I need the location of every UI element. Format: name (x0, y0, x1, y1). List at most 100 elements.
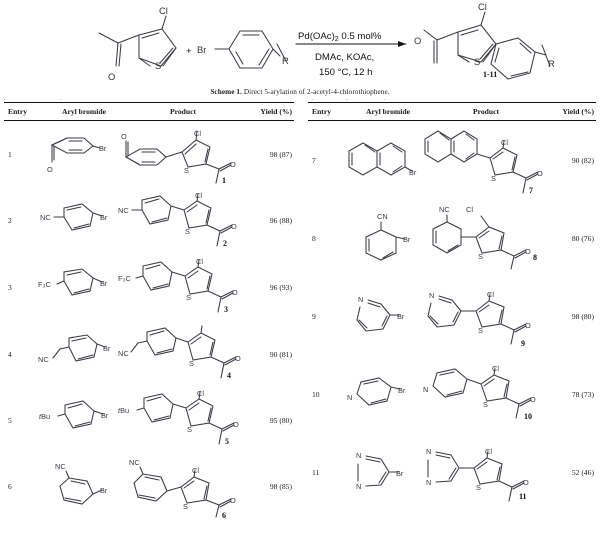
row-yield: 98 (80) (571, 311, 594, 321)
cl-label: Cl (466, 205, 473, 214)
cl-label: Cl (492, 364, 499, 373)
scheme-plus-sign: + (186, 46, 192, 57)
results-table-right: Entry Aryl bromide Product Yield (%) 7 B… (300, 102, 600, 519)
row-entry: 11 (312, 467, 320, 477)
scheme-substrate-o-label: O (108, 71, 115, 82)
row-product-structure: NC Cl S O 8 (421, 203, 549, 273)
cl-label: Cl (501, 138, 508, 147)
table-rule-top-right (308, 102, 596, 103)
scheme-product-o-label: O (414, 35, 421, 46)
header-aryl: Aryl bromide (62, 107, 106, 116)
n-label: N (358, 295, 363, 304)
o-label: O (232, 288, 238, 297)
row-product-structure: tBu Cl S O 5 (118, 389, 246, 451)
row-product-structure: Cl S O 7 (421, 125, 549, 195)
br-label: Br (397, 312, 405, 321)
scheme-r-label: R (282, 55, 289, 66)
br-label: Br (100, 486, 108, 495)
aryl-bromide-1-svg: O Br (47, 137, 107, 174)
n-label: N (356, 482, 361, 491)
product-number: 7 (529, 186, 533, 195)
reagent-line-2: DMAc, KOAc, (315, 52, 374, 63)
product-8-svg: NC Cl S O 8 (432, 205, 537, 270)
tick-mark: . (60, 96, 62, 102)
table-header-right: Entry Aryl bromide Product Yield (%) (308, 103, 596, 120)
table-rule-head-left (4, 120, 294, 121)
row-entry: 2 (8, 216, 12, 225)
row-entry: 1 (8, 149, 12, 159)
o-label: O (530, 395, 536, 404)
tick-mark: . (312, 96, 314, 102)
n-label: N (347, 393, 352, 402)
scheme-svg: S Cl O + Br R Pd(OAc)2 0.5 mol% DMAc, KO… (98, 1, 555, 82)
cl-label: Cl (485, 447, 492, 456)
cl-label: Cl (197, 389, 204, 398)
br-label: Br (101, 411, 109, 420)
row-entry: 5 (8, 415, 12, 425)
row-yield: 90 (81) (269, 349, 292, 359)
aryl-bromide-3-svg: F₃C Br (38, 267, 108, 296)
n-label: N (426, 478, 431, 487)
substrate-acetylchlorothiophene: S Cl O (98, 5, 177, 82)
scheme-graphic: S Cl O + Br R Pd(OAc)2 0.5 mol% DMAc, KO… (0, 0, 600, 86)
s-label: S (483, 400, 488, 409)
product-number: 8 (533, 253, 537, 262)
o-label: O (523, 478, 529, 487)
product-number: 4 (227, 371, 231, 380)
o-label: O (121, 132, 127, 141)
reagent-line-1: Pd(OAc)2 0.5 mol% (298, 31, 382, 43)
scheme-caption: Scheme 1. Direct 5-arylation of 2-acetyl… (0, 88, 600, 96)
row-yield: 90 (82) (571, 155, 594, 165)
product-number: 1 (222, 176, 226, 185)
row-entry: 4 (8, 349, 12, 359)
table-row: 2 NC Br NC (4, 187, 294, 254)
table-rule-top-left (4, 102, 294, 103)
br-label: Br (103, 344, 111, 353)
cl-label: Cl (194, 129, 201, 138)
aryl-bromide-4-svg: NC Br (38, 334, 111, 364)
product-number: 10 (524, 412, 532, 421)
nc-label: NC (439, 205, 450, 214)
o-label: O (525, 321, 531, 330)
product-7-svg: Cl S O 7 (424, 130, 543, 195)
br-label: Br (100, 213, 108, 222)
br-label: Br (100, 279, 108, 288)
row-entry: 7 (312, 155, 316, 165)
results-table-left: Entry Aryl bromide Product Yield (%) 1 O… (0, 102, 300, 520)
s-label: S (476, 483, 481, 492)
product-6-svg: NC Cl S O 6 (129, 458, 236, 520)
scheme-caption-text: Direct 5-arylation of 2-acetyl-4-chlorot… (243, 88, 390, 96)
o-label: O (537, 169, 543, 178)
row-product-structure: O Cl S O 1 (118, 123, 246, 185)
scheme-product-structure: S Cl O R 1-11 (414, 1, 555, 80)
product-number: 2 (223, 239, 227, 248)
header-entry: Entry (8, 107, 27, 116)
table-row: 8 CN Br NC (308, 199, 596, 277)
results-table: Entry Aryl bromide Product Yield (%) 1 O… (0, 102, 600, 520)
n-label: N (426, 447, 431, 456)
header-entry: Entry (312, 107, 331, 116)
reagent-line-3: 150 °C, 12 h (319, 67, 372, 78)
product-9-svg: N Cl S O 9 (427, 290, 531, 348)
table-row: 4 NC Br NC (4, 321, 294, 387)
table-row: 7 Br (308, 121, 596, 199)
tbu-label: tBu (118, 406, 129, 415)
br-label: Br (99, 144, 107, 153)
aryl-bromide-9-svg: N Br (356, 295, 405, 332)
row-entry: 10 (312, 389, 320, 399)
row-yield: 96 (93) (269, 283, 292, 292)
br-label: Br (398, 386, 406, 395)
f3c-label: F₃C (118, 274, 132, 283)
row-product-structure: N Cl S O 10 (421, 362, 549, 426)
header-aryl: Aryl bromide (366, 107, 410, 116)
s-label: S (478, 326, 483, 335)
o-label: O (230, 496, 236, 505)
header-yield: Yield (%) (260, 107, 292, 116)
header-yield: Yield (%) (562, 107, 594, 116)
product-5-svg: tBu Cl S O 5 (118, 389, 239, 446)
row-product-structure: N N Cl S O (421, 440, 549, 504)
table-row: 1 O Br O (4, 121, 294, 187)
aryl-bromide-10-svg: N Br (347, 377, 406, 406)
scheme-aryl-bromide: Br R (197, 30, 289, 69)
o-label: O (235, 354, 241, 363)
